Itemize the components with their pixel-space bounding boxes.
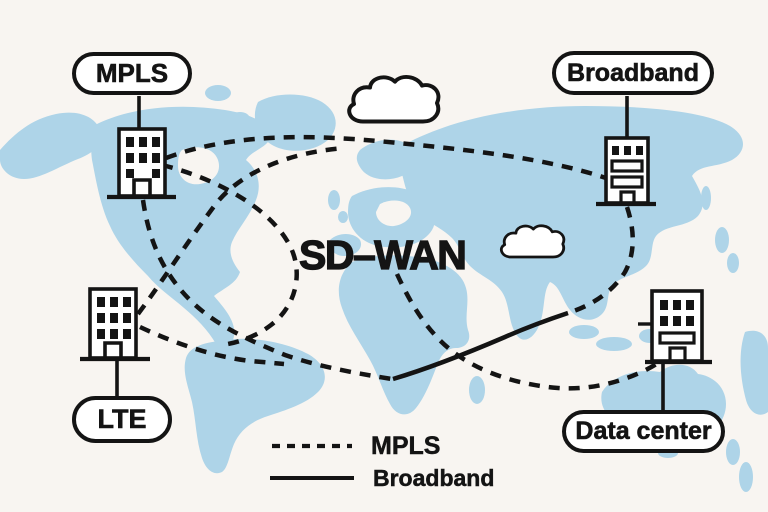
node-label-lte: LTE [97,404,147,435]
legend-item-mpls: MPLS [270,430,494,462]
solid-line-swatch [270,476,354,480]
diagram-title: SD–WAN [298,232,467,278]
legend-label-mpls: MPLS [371,431,441,460]
broadband-link-line [392,310,569,382]
link-mpls-to-bottom [140,199,393,382]
legend-item-broadband: Broadband [270,462,495,494]
node-label-pill-broadband: Broadband [552,51,714,95]
server-building-icon [596,136,656,207]
cloud-icon [347,75,441,124]
data-center-building-icon [638,289,712,365]
dashed-line-swatch [272,443,352,449]
link-mpls-curl [161,162,299,347]
link-broadband-down [567,206,635,316]
office-building-icon [80,287,150,362]
legend-label-broadband: Broadband [373,464,495,491]
node-label-pill-lte: LTE [72,396,172,443]
node-label-mpls: MPLS [95,58,169,89]
link-mpls-to-broadband [165,134,607,181]
node-label-broadband: Broadband [567,58,700,87]
link-center-to-datacenter [394,273,660,391]
mpls-link-lines [136,134,660,391]
node-label-pill-datacenter: Data center [562,410,725,453]
office-building-icon [107,127,176,200]
link-broadband-solid [392,310,569,382]
node-label-pill-mpls: MPLS [72,52,192,95]
link-lte-east [139,324,285,367]
cloud-icon [499,224,566,259]
label-connector-lines [115,96,665,411]
world-map [0,85,768,492]
node-label-datacenter: Data center [575,417,712,446]
legend: MPLS Broadband [270,430,495,494]
